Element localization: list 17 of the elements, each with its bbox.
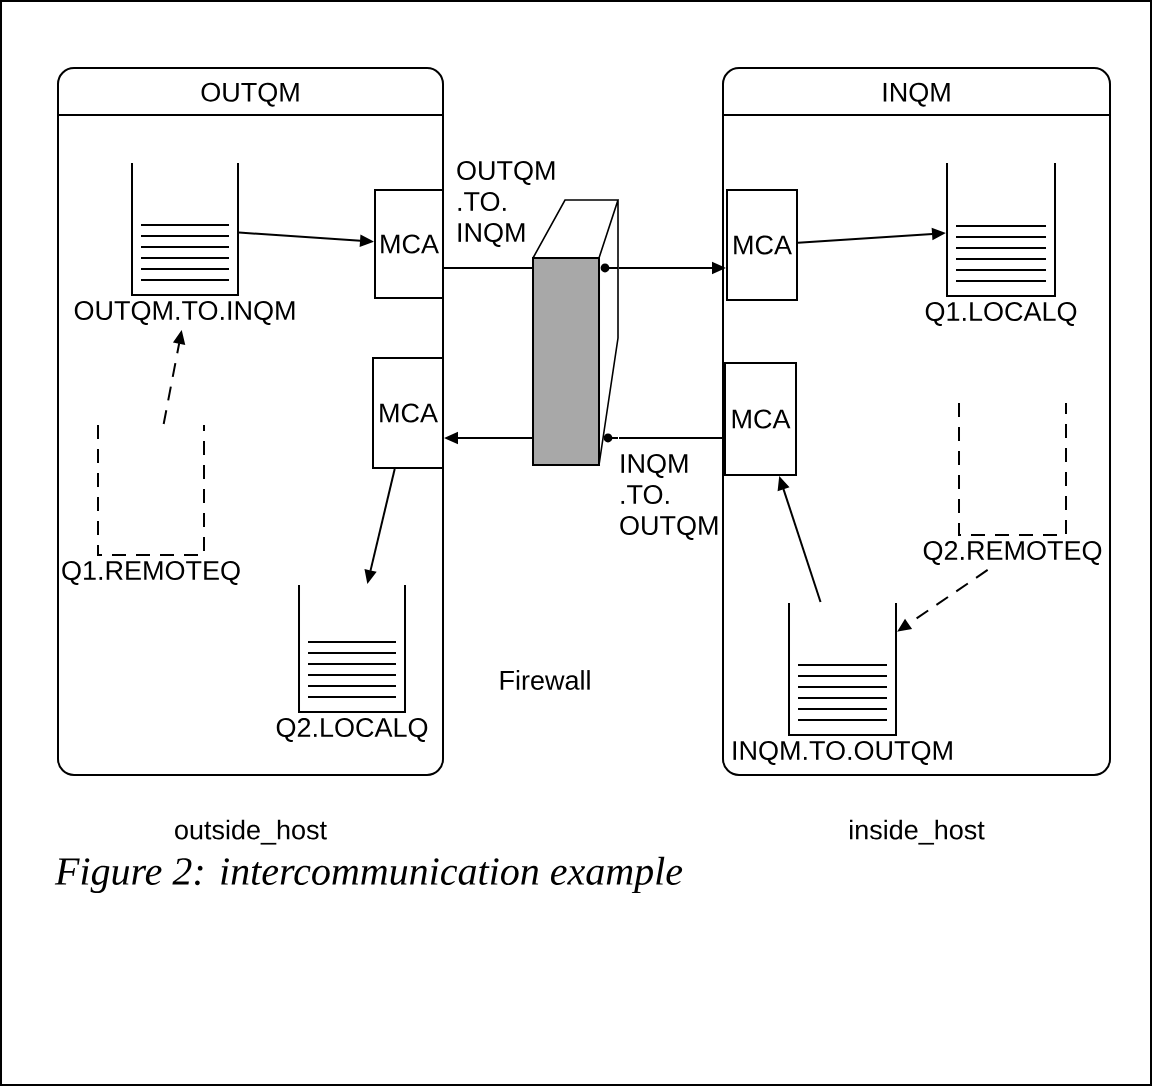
queue-drawing: OUTQM.TO.INQM <box>74 162 295 325</box>
caption: Figure 2: intercommunication example <box>54 856 683 894</box>
firewall-label: Firewall <box>500 670 590 690</box>
queue-drawing: INQM.TO.OUTQM <box>733 602 952 765</box>
remote-queue-drawing: Q1.REMOTEQ <box>62 424 240 585</box>
node-label: outside_host <box>175 819 327 845</box>
node-label: inside_host <box>850 819 985 845</box>
agent-box: MCA <box>724 362 797 476</box>
edge-label: INQM .TO. OUTQM <box>620 454 718 540</box>
queue-drawing: Q1.LOCALQ <box>925 162 1077 326</box>
queue-drawing: Q2.LOCALQ <box>276 584 428 742</box>
edge-label: OUTQM .TO. INQM <box>457 161 555 247</box>
agent-box: MCA <box>374 189 444 299</box>
agent-box: MCA <box>726 189 798 301</box>
agent-box: MCA <box>372 357 444 469</box>
remote-queue-drawing: Q2.REMOTEQ <box>923 402 1102 565</box>
firewall-drawing <box>532 199 620 466</box>
